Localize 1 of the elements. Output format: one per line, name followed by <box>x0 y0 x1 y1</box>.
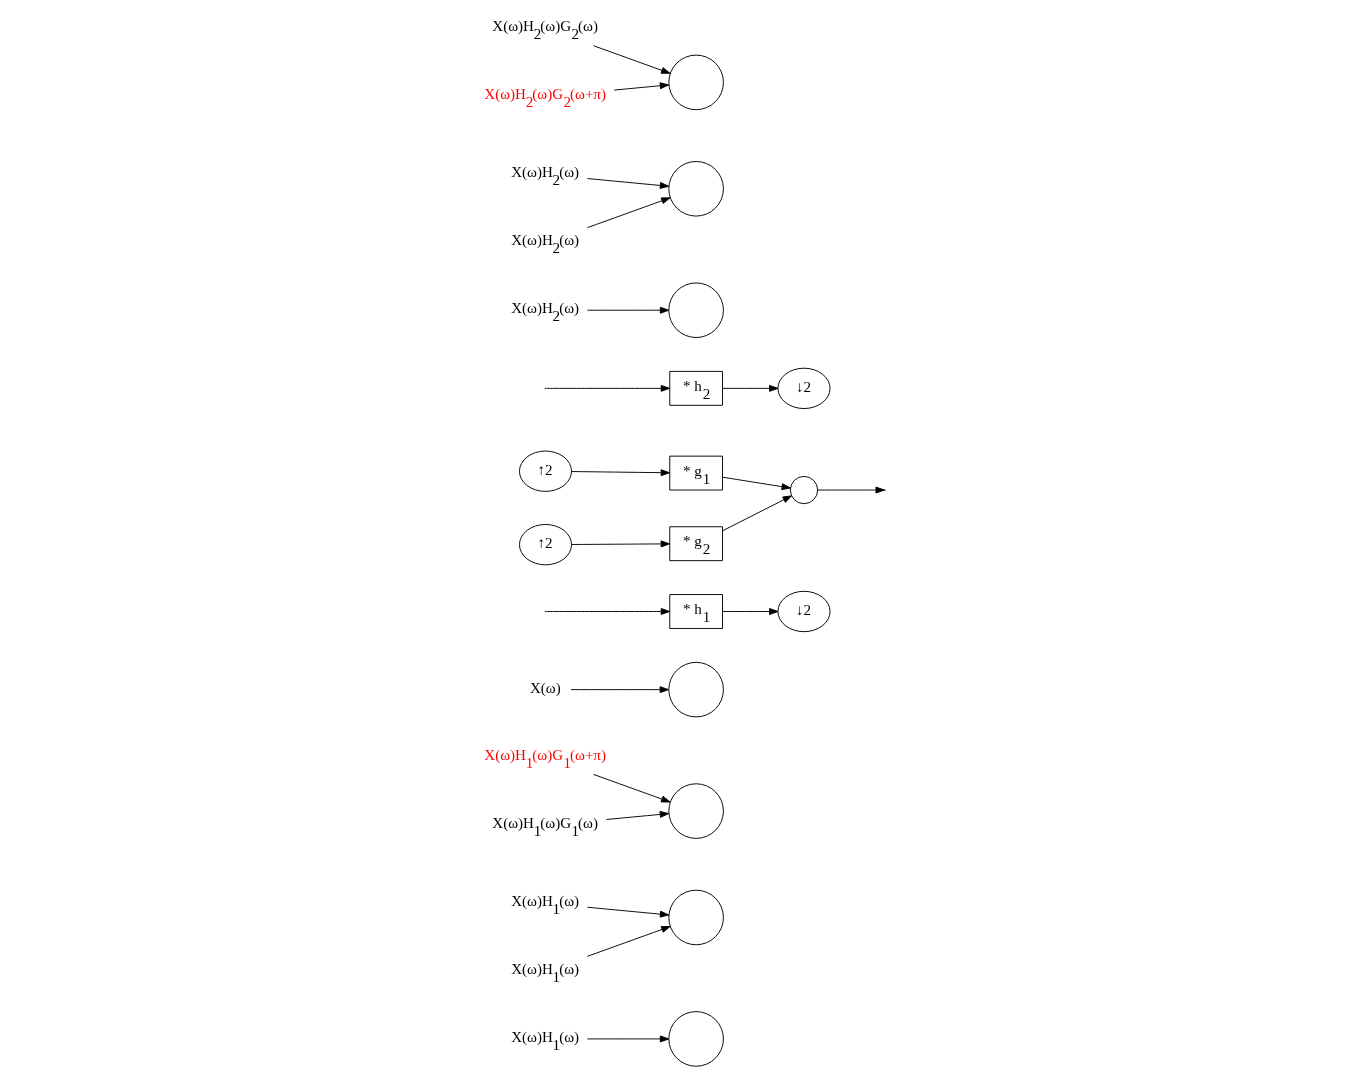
node-text: X(ω) <box>529 680 561 697</box>
